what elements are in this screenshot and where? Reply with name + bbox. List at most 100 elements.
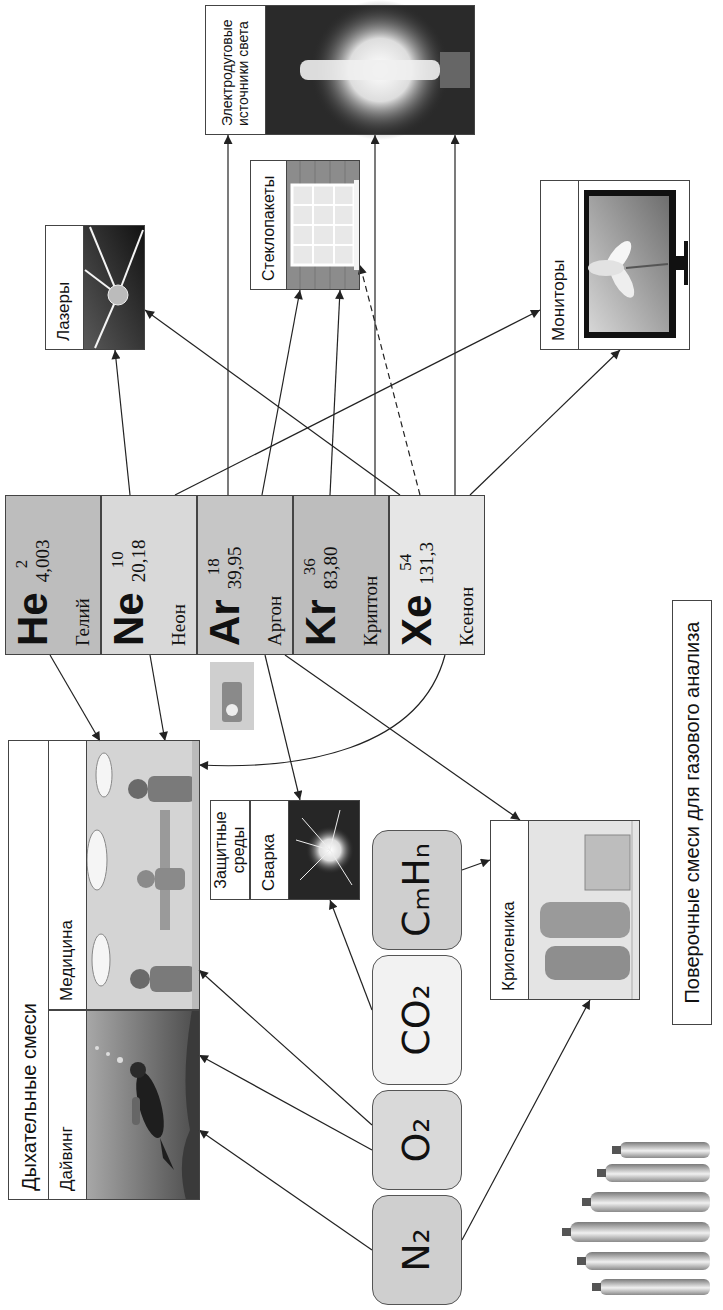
arrow-connector	[330, 290, 340, 495]
arrow-connector	[454, 135, 455, 495]
diver-body	[131, 1069, 170, 1140]
gas-box: O₂	[372, 1090, 462, 1190]
atomic-number: 54	[396, 504, 416, 585]
application-box: Медицина	[48, 740, 200, 1010]
monitor-photo	[584, 190, 688, 338]
element-symbol: He	[12, 592, 54, 646]
element-cell: Kr3683,80Криптон	[293, 495, 389, 655]
element-symbol: Ne	[108, 592, 150, 646]
person-body	[150, 966, 195, 992]
application-box: Сварка	[250, 800, 360, 900]
sea-floor	[182, 1010, 200, 1200]
gas-formula: CO₂	[373, 956, 461, 1084]
element-cell: Ar1839,95Аргон	[197, 495, 293, 655]
lamp-tube	[300, 60, 440, 80]
arrow-connector	[374, 135, 375, 495]
lamp-photo	[265, 0, 475, 140]
element-cell: He24,003Гелий	[5, 495, 101, 655]
atomic-mass: 131,3	[416, 504, 438, 585]
floor	[192, 740, 200, 1010]
element-name: Гелий	[72, 504, 94, 646]
bubble	[106, 1052, 110, 1056]
atomic-number: 2	[12, 504, 32, 582]
element-symbol: Ar	[204, 599, 246, 646]
gas-cylinder	[605, 1164, 710, 1182]
application-box: Криогеника	[490, 820, 640, 1000]
photo-ground	[86, 740, 200, 1010]
diver-head	[130, 1062, 146, 1078]
sparks	[296, 810, 352, 885]
cylinder-valve	[597, 1169, 606, 1177]
gas-box: CₘHₙ	[372, 830, 462, 950]
arrow-connector	[115, 350, 130, 495]
photo-ground	[528, 820, 640, 1000]
photo-ground	[210, 662, 254, 730]
monitor-frame	[584, 190, 676, 338]
flower-stem	[626, 264, 668, 268]
laser-crystal	[108, 285, 128, 305]
person-head	[130, 969, 150, 989]
person-head	[128, 779, 148, 799]
window-sill	[354, 180, 359, 270]
person-body	[155, 868, 185, 890]
person-body	[148, 776, 195, 802]
equipment-port	[226, 704, 238, 716]
monitor-base	[684, 241, 688, 285]
surgical-lamp	[87, 830, 107, 890]
atomic-number: 10	[108, 504, 128, 582]
dewar-tank	[540, 902, 630, 938]
gas-formula: O₂	[373, 1091, 461, 1189]
element-name: Криптон	[360, 504, 382, 646]
element-symbol: Kr	[300, 599, 342, 646]
gas-cylinder	[620, 1142, 710, 1158]
box-label: Мониторы	[541, 181, 579, 349]
arrow-connector	[265, 655, 300, 800]
arrow-connector	[199, 970, 372, 1125]
monitor-screen	[589, 196, 669, 332]
element-name: Неон	[168, 504, 190, 646]
cylinder-valve	[612, 1146, 621, 1154]
photo-ground	[288, 800, 360, 900]
cryogenics-photo	[528, 820, 640, 1000]
arrow-connector	[145, 310, 400, 495]
medicine-photo	[86, 740, 200, 1010]
arrow-connector	[330, 900, 372, 1010]
brick-wall	[286, 160, 360, 290]
box-label: Поверочные смеси для газового анализа	[673, 601, 711, 1024]
element-cell: Xe54131,3Ксенон	[389, 495, 485, 655]
atomic-mass: 20,18	[128, 504, 150, 582]
box-label: Стеклопакеты	[251, 161, 287, 289]
arrow-connector	[227, 135, 228, 495]
application-box: Лазеры	[45, 225, 145, 350]
atomic-number: 18	[204, 504, 224, 589]
box-label: Криогеника	[491, 821, 529, 999]
window-frame	[292, 185, 354, 265]
element-symbol: Xe	[396, 595, 438, 646]
label-box: Защитные среды	[210, 800, 250, 900]
floor-line	[632, 820, 633, 1000]
diving-photo	[86, 1010, 200, 1200]
label-box: Поверочные смеси для газового анализа	[672, 600, 712, 1025]
arrow-connector	[50, 655, 100, 741]
arrow-connector	[175, 310, 540, 495]
diver-tank	[132, 1097, 140, 1125]
gas-cylinder	[585, 1252, 710, 1270]
gas-cylinder	[600, 1279, 710, 1295]
arrow-connector	[462, 1000, 590, 1240]
photo-ground	[86, 1010, 200, 1200]
monitor-stand	[676, 256, 684, 270]
diver-fins	[160, 1138, 174, 1170]
equipment-box	[585, 835, 630, 890]
window-photo	[286, 160, 360, 290]
dewar-tank	[545, 946, 630, 980]
window-grid	[292, 185, 354, 265]
application-box: Стеклопакеты	[250, 160, 360, 290]
application-box: Дайвинг	[48, 1010, 200, 1200]
cylinder-valve	[562, 1228, 571, 1236]
application-box: Мониторы	[540, 180, 690, 350]
arrow-connector	[462, 860, 490, 870]
group-box: Дыхательные смесиДайвингМедицина	[8, 740, 200, 1200]
gas-box: CO₂	[372, 955, 462, 1085]
